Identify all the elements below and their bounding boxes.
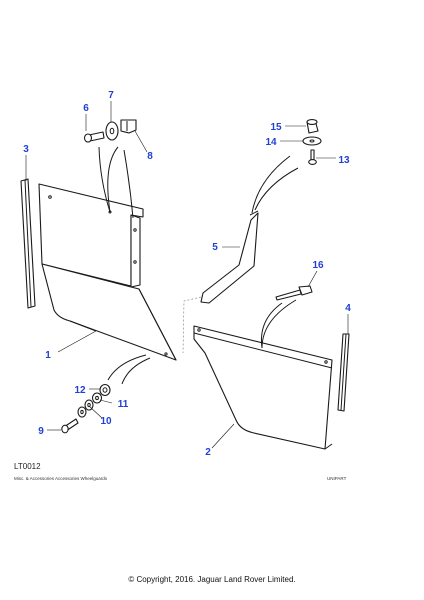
part-10-washers[interactable] xyxy=(77,399,94,418)
part-3-strip[interactable] xyxy=(20,178,36,309)
fixing-hole xyxy=(108,210,112,214)
supplier-label: UNIPART xyxy=(327,476,347,481)
copyright-notice: © Copyright, 2016. Jaguar Land Rover Lim… xyxy=(128,575,296,584)
callout-8[interactable]: 8 xyxy=(147,151,153,162)
fixing-arrow-lower-a xyxy=(107,354,147,381)
callout-12[interactable]: 12 xyxy=(74,385,86,396)
part-13-bolt[interactable] xyxy=(308,149,317,165)
part-11-washer[interactable] xyxy=(91,392,103,404)
callout-13[interactable]: 13 xyxy=(338,155,350,166)
callout-3[interactable]: 3 xyxy=(23,144,29,155)
callout-1[interactable]: 1 xyxy=(45,350,51,361)
fixing-arrow-left xyxy=(98,146,111,213)
fixing-arrow-16-b xyxy=(260,302,283,349)
fixing-arrow-mid xyxy=(107,146,119,213)
callout-14[interactable]: 14 xyxy=(265,137,277,148)
part-7-washer[interactable] xyxy=(105,121,119,141)
leader-lines xyxy=(25,101,349,449)
callout-15[interactable]: 15 xyxy=(270,122,282,133)
part-4-strip[interactable] xyxy=(337,333,350,412)
part-8-clip[interactable] xyxy=(120,119,137,134)
fixing-arrow-bar-2 xyxy=(254,167,299,211)
callout-9[interactable]: 9 xyxy=(38,426,44,437)
callout-10[interactable]: 10 xyxy=(100,416,112,427)
fixing-arrow-bar-1 xyxy=(251,155,291,214)
diagram-reference-code: LT0012 xyxy=(14,462,41,471)
part-12-nut[interactable] xyxy=(99,383,111,397)
callout-4[interactable]: 4 xyxy=(345,303,351,314)
part-14-washer[interactable] xyxy=(302,136,322,146)
part-15-bolt[interactable] xyxy=(306,119,319,134)
fixing-arrow-lower-b xyxy=(121,357,151,385)
callout-11[interactable]: 11 xyxy=(118,399,129,410)
part-2-right-wheelguard[interactable] xyxy=(193,325,333,450)
diagram-caption: Misc. & Accessories Accessories Wheelgua… xyxy=(14,476,108,481)
fixing-arrow-16-a xyxy=(261,299,297,349)
callout-16[interactable]: 16 xyxy=(312,260,324,271)
callout-5[interactable]: 5 xyxy=(212,242,218,253)
part-9-screw[interactable] xyxy=(61,418,79,434)
callout-6[interactable]: 6 xyxy=(83,103,89,114)
callout-7[interactable]: 7 xyxy=(108,90,114,101)
part-6-screw[interactable] xyxy=(83,131,105,143)
part-1-left-wheelguard[interactable] xyxy=(38,183,177,361)
part-16-bolt[interactable] xyxy=(275,285,313,301)
callout-2[interactable]: 2 xyxy=(205,447,211,458)
part-5-support-bar[interactable] xyxy=(182,210,259,354)
fixing-arrow-right xyxy=(123,149,134,219)
